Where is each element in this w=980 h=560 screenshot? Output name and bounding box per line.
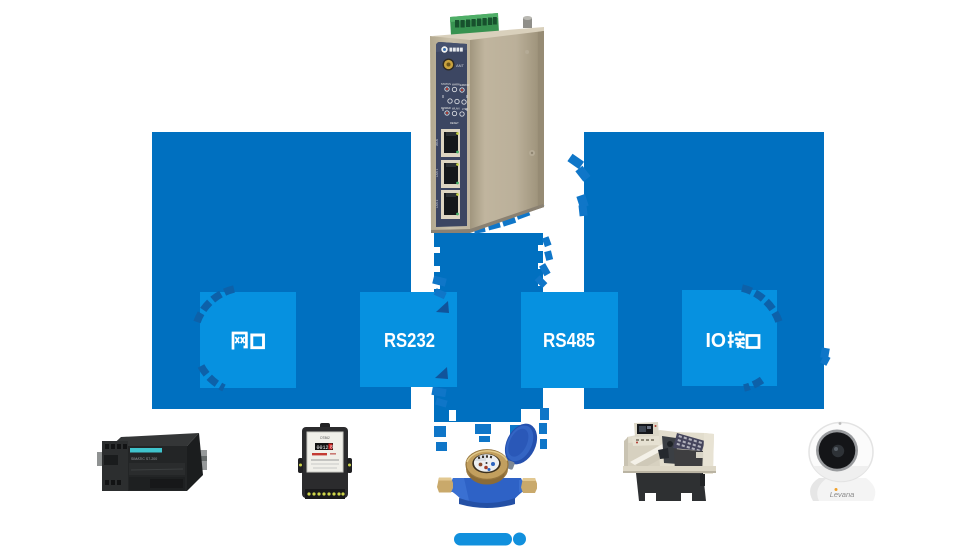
svg-text:Levana: Levana: [830, 490, 855, 499]
svg-text:WAN: WAN: [435, 139, 439, 146]
svg-text:LAN 1: LAN 1: [435, 168, 439, 177]
svg-text:RESET: RESET: [450, 121, 459, 125]
svg-text:STATUS: STATUS: [441, 82, 451, 86]
svg-text:RS485: RS485: [543, 329, 595, 352]
svg-text:POWER: POWER: [441, 106, 451, 110]
svg-text:SIMATIC S7-200: SIMATIC S7-200: [131, 457, 157, 461]
svg-text:RS232: RS232: [384, 329, 435, 352]
svg-text:ANT: ANT: [456, 63, 465, 68]
svg-text:0012: 0012: [317, 445, 329, 451]
svg-text:IO: IO: [706, 329, 727, 352]
svg-text:LTE: LTE: [462, 107, 467, 111]
svg-text:DT862: DT862: [320, 436, 330, 440]
svg-text:WLAN: WLAN: [452, 107, 460, 111]
svg-text:LAN 2: LAN 2: [435, 199, 439, 208]
svg-text:ERROR: ERROR: [460, 83, 469, 87]
svg-text:WARN: WARN: [452, 83, 460, 87]
svg-text:8: 8: [330, 445, 333, 451]
